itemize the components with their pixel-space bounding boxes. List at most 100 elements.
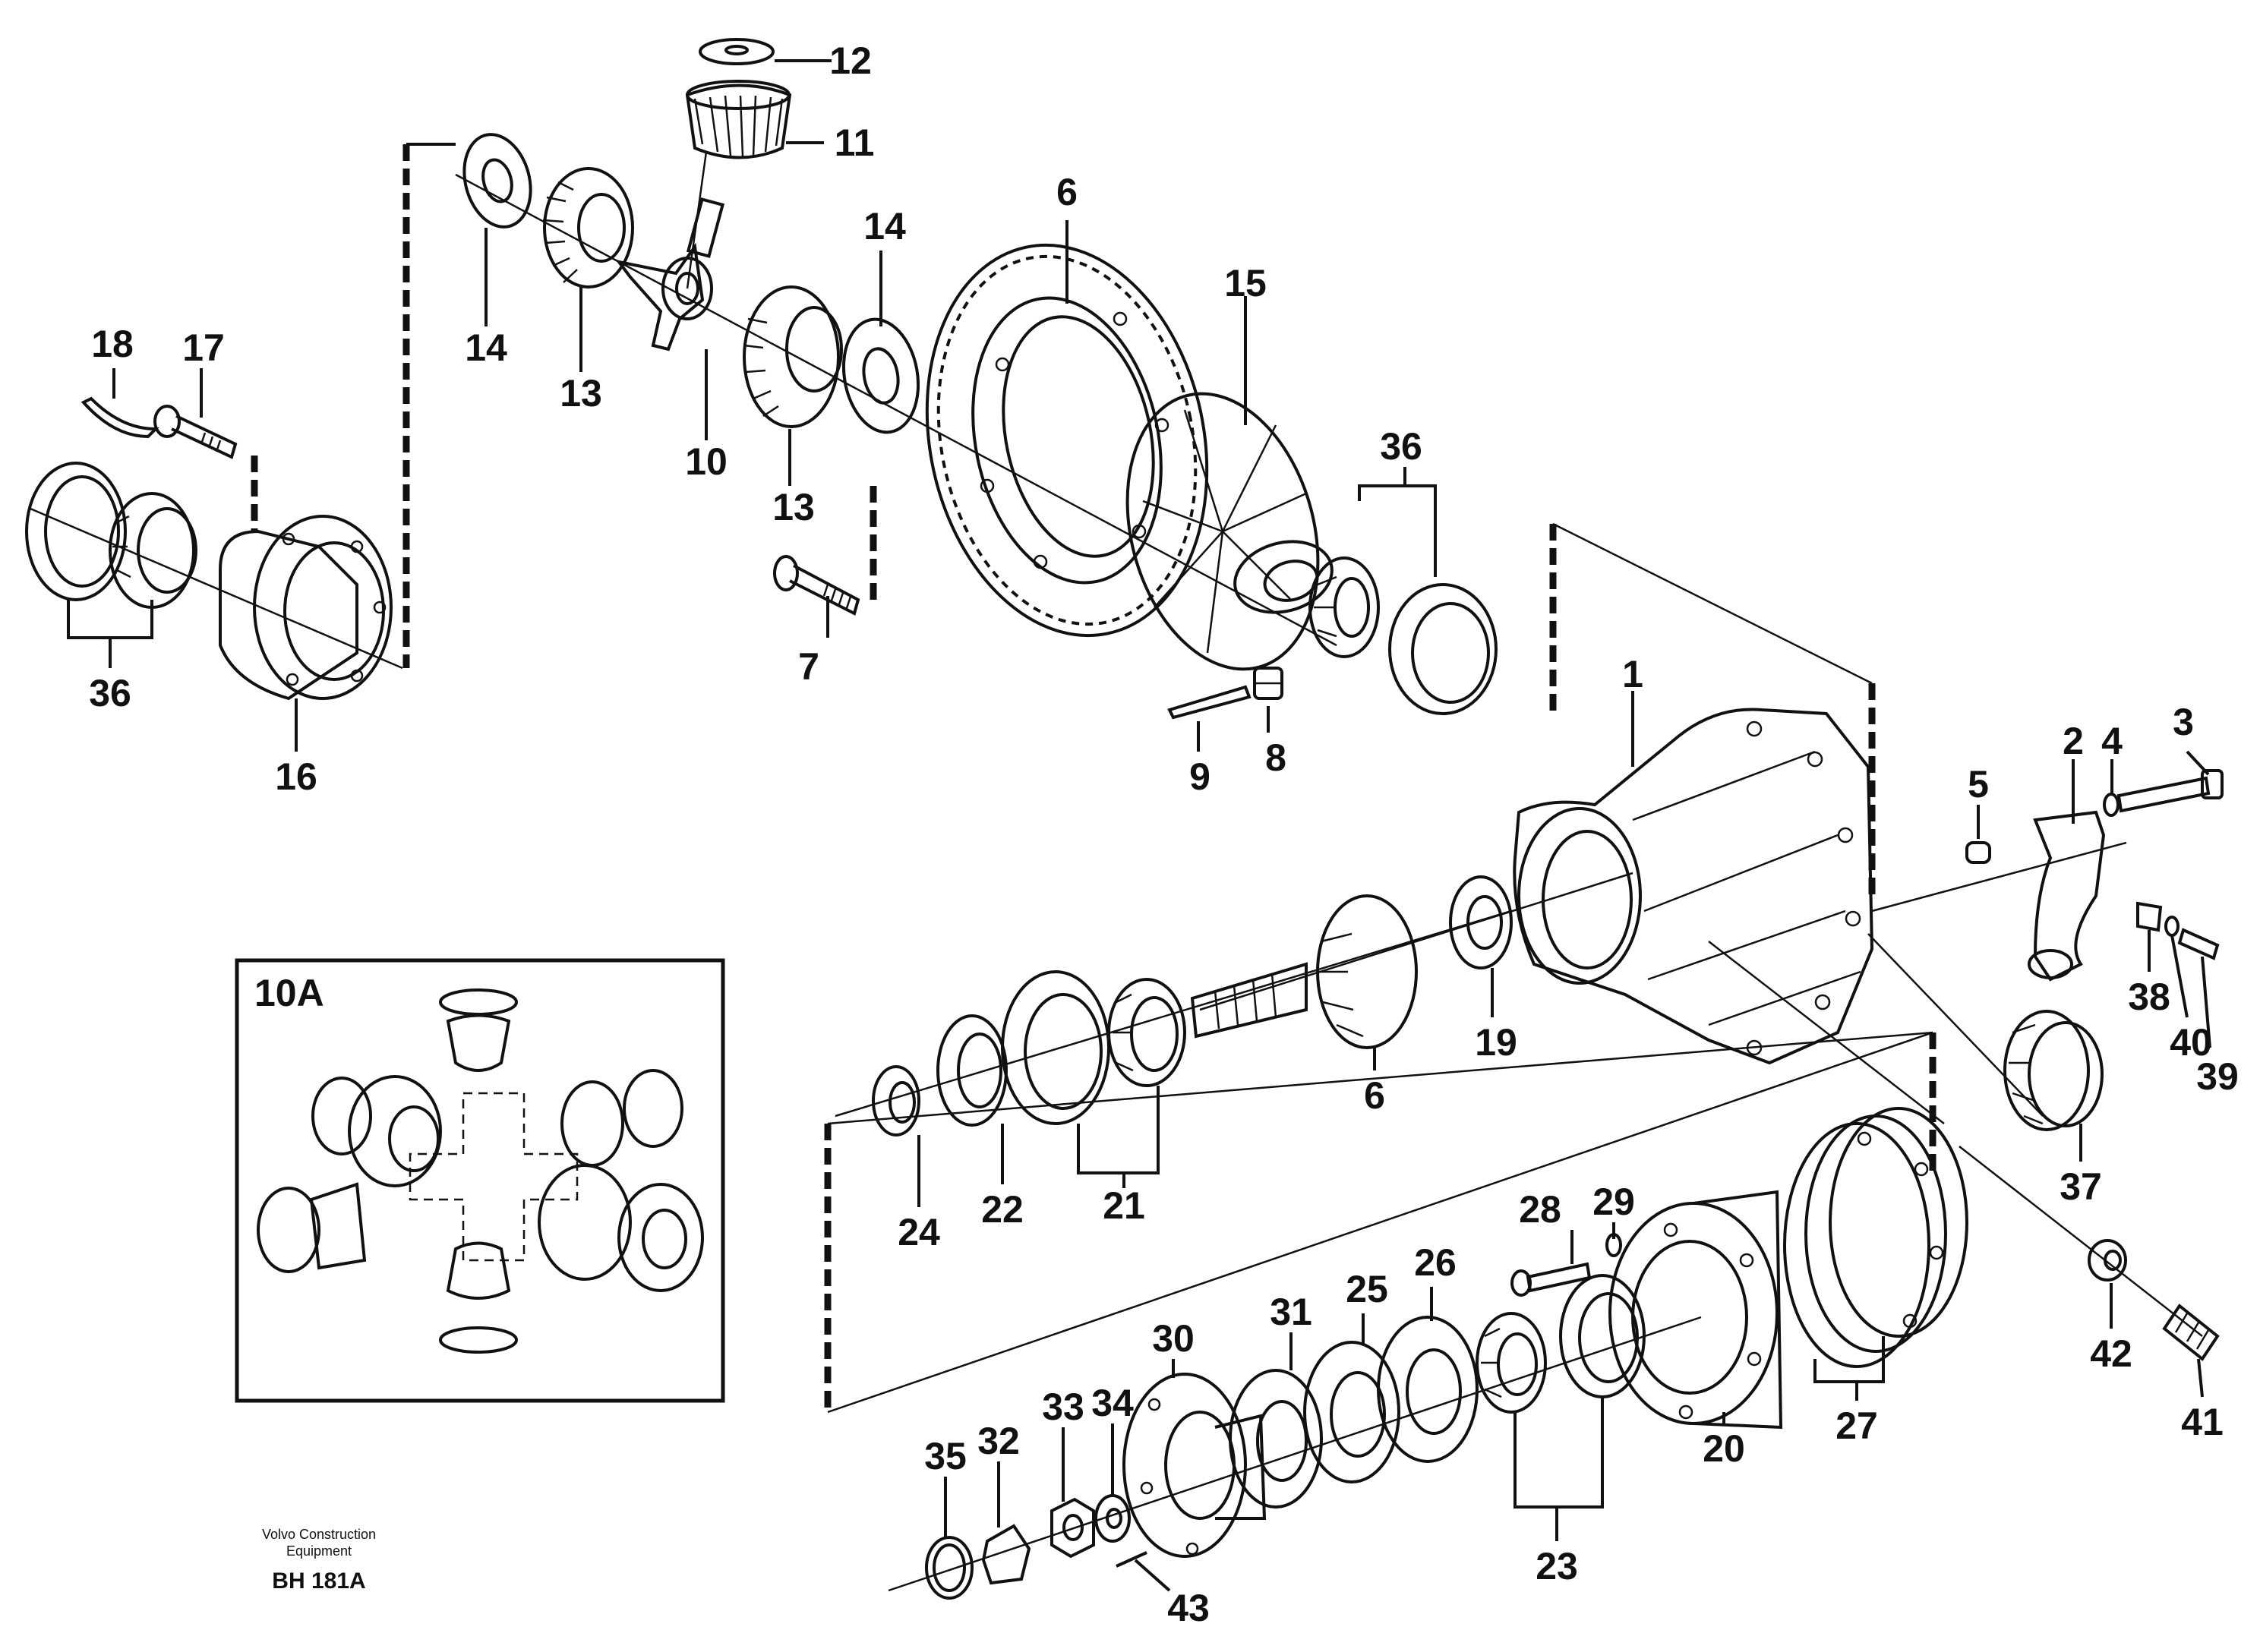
callout-41: 41 — [2181, 1401, 2224, 1443]
inset-pinion-left — [257, 1182, 367, 1273]
inset-spider — [409, 1092, 579, 1262]
plug-axis — [1959, 1146, 2203, 1337]
left-cluster-axis — [30, 507, 403, 670]
part-5-dowel — [1965, 841, 1991, 864]
callout-34: 34 — [1091, 1382, 1134, 1424]
inset-side-gear-right — [560, 1069, 683, 1167]
callout-24: 24 — [898, 1211, 940, 1253]
callout-10: 10 — [685, 440, 728, 483]
callout-32: 32 — [977, 1420, 1020, 1462]
credit-line-1: Volvo Construction — [261, 1527, 377, 1542]
callout-39: 39 — [2196, 1055, 2239, 1098]
flange-axis — [888, 1316, 1702, 1592]
callout-19: 19 — [1475, 1021, 1517, 1064]
callout-11: 11 — [835, 121, 875, 164]
part-24-spacer-sleeve — [872, 1065, 920, 1137]
part-33-nut — [1050, 1497, 1095, 1559]
part-30-companion-flange — [1122, 1373, 1267, 1558]
callout-20: 20 — [1703, 1427, 1745, 1470]
part-39-screw — [2177, 928, 2220, 960]
callout-35: 35 — [924, 1435, 967, 1477]
callout-17: 17 — [182, 326, 225, 369]
callout-5: 5 — [1968, 763, 1989, 806]
part-42-nut — [2088, 1239, 2127, 1282]
leader-lines — [67, 59, 2211, 1592]
callout-22: 22 — [981, 1188, 1024, 1231]
callout-36-right: 36 — [1380, 425, 1422, 468]
callout-38: 38 — [2128, 976, 2170, 1018]
callout-26: 26 — [1414, 1241, 1457, 1284]
part-4-washer — [2103, 793, 2120, 817]
part-19-pilot-bearing — [1449, 875, 1513, 969]
callout-40: 40 — [2170, 1021, 2212, 1064]
inset-pinion-bottom — [439, 1241, 518, 1354]
callout-14-left: 14 — [465, 326, 507, 369]
part-16-differential-case — [219, 515, 393, 701]
callout-16: 16 — [275, 755, 317, 798]
inset-10a — [235, 958, 725, 1403]
callout-13-left: 13 — [560, 372, 602, 415]
part-36-bearing-right — [1308, 556, 1498, 715]
callout-37: 37 — [2060, 1165, 2102, 1208]
part-12-washer — [699, 38, 775, 65]
inset-label: 10A — [254, 972, 324, 1014]
callout-7: 7 — [798, 645, 819, 688]
part-26-seal — [1377, 1316, 1479, 1463]
callout-42: 42 — [2090, 1332, 2132, 1375]
callout-43: 43 — [1167, 1587, 1210, 1629]
part-35-circlip — [925, 1536, 974, 1600]
callout-25: 25 — [1346, 1268, 1388, 1310]
callout-33: 33 — [1042, 1386, 1084, 1428]
callout-1: 1 — [1622, 653, 1643, 695]
drawing-code: BH 181A — [272, 1568, 366, 1594]
part-10-spider-cross — [615, 151, 725, 352]
part-14-thrust-washer-left — [462, 133, 532, 229]
part-20-bearing-housing — [1608, 1190, 1783, 1430]
callout-29: 29 — [1592, 1181, 1635, 1223]
callout-21: 21 — [1103, 1184, 1145, 1227]
part-13-side-gear-left — [542, 167, 634, 288]
publisher-credit: Volvo Construction Equipment BH 181A — [228, 1526, 410, 1594]
callout-14-right: 14 — [863, 205, 906, 247]
callout-2: 2 — [2063, 720, 2084, 762]
part-41-plug-screw — [2162, 1304, 2220, 1361]
part-6-pinion-shaft — [1190, 894, 1418, 1049]
part-13-side-gear-right — [743, 285, 843, 428]
callout-18: 18 — [91, 323, 134, 365]
housing-axis — [1199, 872, 1633, 1011]
part-8-castle-nut — [1253, 667, 1283, 700]
part-3-bolt — [2116, 769, 2224, 813]
inset-side-gear-left — [311, 1075, 442, 1187]
housing-axis-down — [1708, 941, 1945, 1124]
part-28-bolt — [1510, 1262, 1592, 1297]
part-7-bolt — [773, 555, 860, 616]
callout-15: 15 — [1224, 262, 1267, 304]
part-22-spacer-ring — [936, 1014, 1008, 1127]
part-23-taper-bearing — [1476, 1274, 1646, 1414]
part-27-shims — [1783, 1107, 1968, 1368]
callout-31: 31 — [1270, 1291, 1312, 1333]
callout-8: 8 — [1265, 736, 1286, 779]
part-18-split-pin — [80, 396, 159, 439]
credit-line-2: Equipment — [286, 1543, 352, 1559]
part-32-lock-washer — [981, 1524, 1031, 1585]
part-40-washer — [2164, 916, 2180, 937]
callout-28: 28 — [1519, 1188, 1561, 1231]
callout-9: 9 — [1189, 755, 1210, 798]
callout-4: 4 — [2101, 720, 2123, 762]
inset-frame — [235, 958, 725, 1403]
part-38-lock-plate — [2136, 901, 2163, 932]
part-25-seal — [1303, 1341, 1400, 1483]
callout-6-ring-gear: 6 — [1056, 171, 1078, 213]
part-36-bearing-left — [25, 462, 197, 609]
callout-12: 12 — [829, 39, 872, 82]
part-11-pinion-gear — [685, 80, 792, 159]
callout-23: 23 — [1536, 1545, 1578, 1587]
part-37-adjusting-ring — [2003, 1010, 2104, 1131]
callout-36-left: 36 — [89, 672, 131, 714]
callout-30: 30 — [1152, 1317, 1195, 1360]
callout-27: 27 — [1835, 1405, 1878, 1447]
part-2-bearing-cap — [2028, 810, 2106, 982]
callout-6-pinion: 6 — [1364, 1074, 1385, 1117]
